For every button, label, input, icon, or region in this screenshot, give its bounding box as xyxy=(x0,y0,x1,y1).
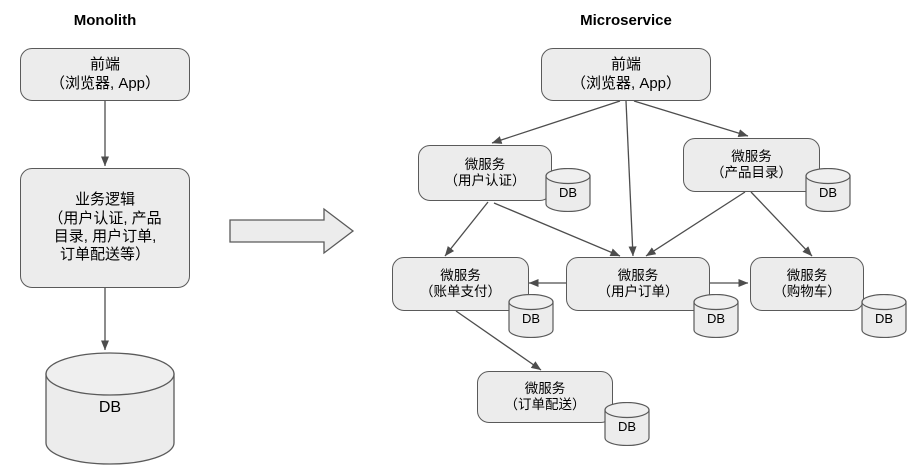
service-db-user-auth[interactable]: DB xyxy=(545,167,591,213)
service-order-delivery-line1: 微服务 xyxy=(524,380,566,396)
monolith-frontend-node[interactable]: 前端 （浏览器, App） xyxy=(20,48,190,101)
service-user-auth-line1: 微服务 xyxy=(464,156,506,172)
link-frontend-to-user-order xyxy=(625,100,637,257)
service-node-order-delivery[interactable]: 微服务 （订单配送） xyxy=(477,371,613,423)
service-shopping-cart-line1: 微服务 xyxy=(786,267,828,283)
link-billing-to-order-delivery xyxy=(455,310,542,371)
cylinder-shape xyxy=(545,167,591,213)
microservice-frontend-line1: 前端 xyxy=(610,56,641,74)
monolith-logic-line2: （用户认证, 产品 xyxy=(48,209,162,227)
cylinder-shape xyxy=(45,352,175,465)
microservice-frontend-node[interactable]: 前端 （浏览器, App） xyxy=(541,48,711,101)
service-order-delivery-line2: （订单配送） xyxy=(504,397,586,412)
service-shopping-cart-line2: （购物车） xyxy=(773,284,841,299)
service-db-product-catalog[interactable]: DB xyxy=(805,167,851,213)
microservice-frontend-line2: （浏览器, App） xyxy=(570,74,682,92)
service-product-catalog-line2: （产品目录） xyxy=(711,165,792,180)
monolith-frontend-line1: 前端 xyxy=(89,56,120,74)
title-monolith: Monolith xyxy=(73,12,137,29)
transform-arrow xyxy=(229,207,355,255)
monolith-logic-line3: 目录, 用户订单, xyxy=(53,228,157,245)
service-user-order-line2: （用户订单） xyxy=(597,284,679,299)
service-db-order-delivery[interactable]: DB xyxy=(604,401,650,447)
service-node-user-order[interactable]: 微服务 （用户订单） xyxy=(566,257,710,311)
monolith-frontend-line2: （浏览器, App） xyxy=(49,74,161,92)
monolith-logic-line1: 业务逻辑 xyxy=(74,191,135,209)
service-billing-payment-line2: （账单支付） xyxy=(420,284,501,299)
monolith-business-logic-node[interactable]: 业务逻辑 （用户认证, 产品 目录, 用户订单, 订单配送等） xyxy=(20,168,190,288)
link-user-auth-to-billing xyxy=(444,201,489,257)
title-microservice: Microservice xyxy=(580,12,672,29)
cylinder-shape xyxy=(693,293,739,339)
service-node-billing-payment[interactable]: 微服务 （账单支付） xyxy=(392,257,529,311)
service-node-shopping-cart[interactable]: 微服务 （购物车） xyxy=(750,257,864,311)
service-billing-payment-line1: 微服务 xyxy=(440,267,481,283)
monolith-database-cylinder[interactable]: DB xyxy=(45,352,175,465)
service-product-catalog-line1: 微服务 xyxy=(731,148,772,164)
cylinder-shape xyxy=(805,167,851,213)
service-node-user-auth[interactable]: 微服务 （用户认证） xyxy=(418,145,552,201)
service-user-auth-line2: （用户认证） xyxy=(444,173,526,188)
service-db-billing-payment[interactable]: DB xyxy=(508,293,554,339)
monolith-logic-line4: 订单配送等） xyxy=(59,246,150,264)
cylinder-shape xyxy=(604,401,650,447)
service-db-shopping-cart[interactable]: DB xyxy=(861,293,907,339)
link-product-catalog-to-cart xyxy=(750,191,813,257)
cylinder-shape xyxy=(861,293,907,339)
link-product-catalog-to-user-order xyxy=(645,191,746,257)
link-frontend-to-product-catalog xyxy=(633,100,749,138)
service-db-user-order[interactable]: DB xyxy=(693,293,739,339)
service-node-product-catalog[interactable]: 微服务 （产品目录） xyxy=(683,138,820,192)
link-frontend-to-user-auth xyxy=(491,100,621,144)
service-user-order-line1: 微服务 xyxy=(617,267,659,283)
cylinder-shape xyxy=(508,293,554,339)
link-user-auth-to-user-order xyxy=(493,202,621,257)
